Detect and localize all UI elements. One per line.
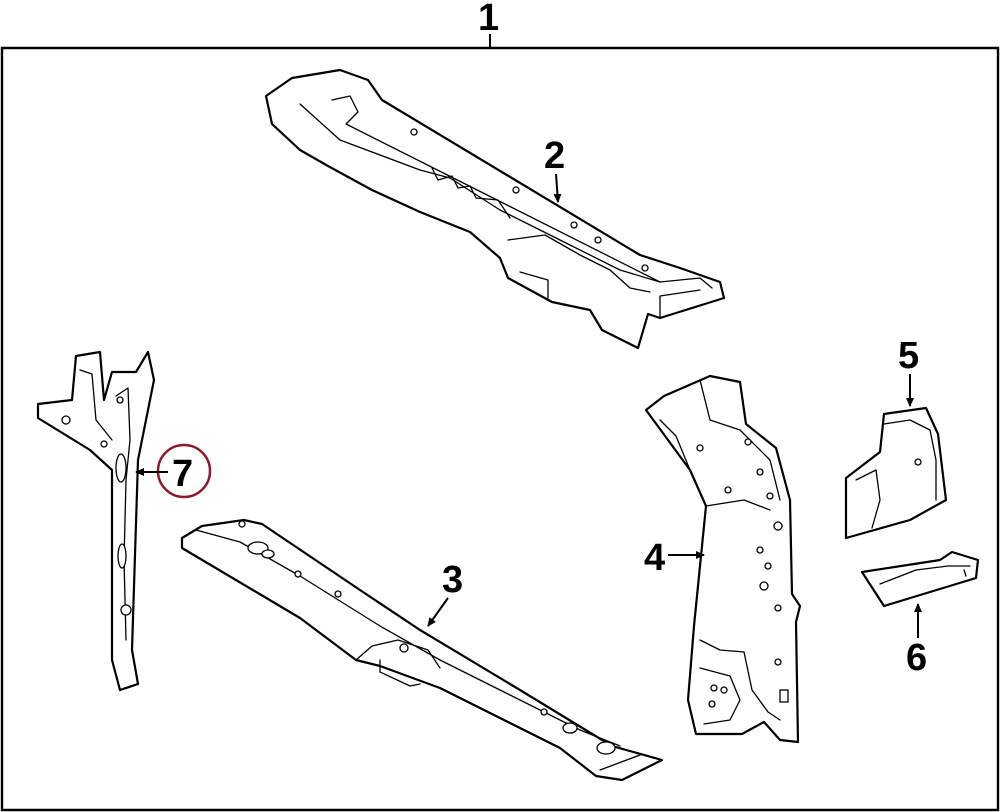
part-6-bracket[interactable] — [860, 550, 980, 608]
callout-2[interactable]: 2 — [544, 135, 565, 177]
part-7-side-brace[interactable] — [36, 350, 156, 692]
leader-3 — [427, 597, 449, 627]
part-2-upper-tie-bar[interactable] — [264, 68, 726, 350]
leader-2 — [553, 173, 562, 203]
callout-4[interactable]: 4 — [644, 537, 665, 579]
callout-5[interactable]: 5 — [898, 335, 919, 377]
assembly-frame — [0, 34, 1000, 812]
part-5-bracket[interactable] — [844, 406, 948, 540]
callout-1[interactable]: 1 — [478, 0, 499, 39]
callout-3[interactable]: 3 — [442, 559, 463, 601]
part-3-lower-tie-bar[interactable] — [180, 518, 664, 782]
part-4-side-support[interactable] — [644, 374, 802, 744]
callout-7[interactable]: 7 — [172, 453, 193, 495]
callout-6[interactable]: 6 — [906, 637, 927, 679]
